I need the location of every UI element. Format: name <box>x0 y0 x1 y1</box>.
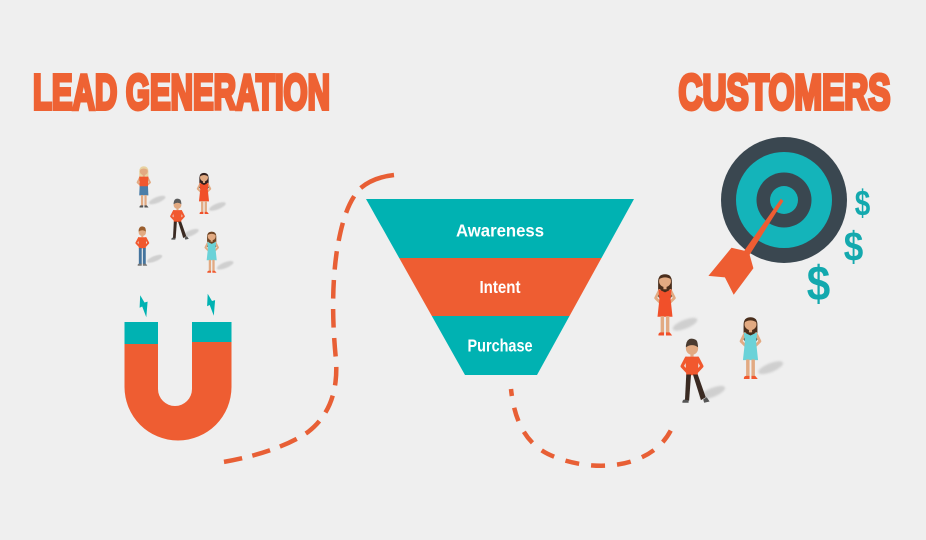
svg-text:$: $ <box>844 223 864 270</box>
svg-text:CUSTOMERS: CUSTOMERS <box>679 65 891 120</box>
svg-text:Intent: Intent <box>480 277 521 297</box>
svg-text:$: $ <box>855 183 871 224</box>
svg-text:Awareness: Awareness <box>456 221 544 241</box>
svg-text:Purchase: Purchase <box>468 336 533 356</box>
svg-text:$: $ <box>807 258 831 312</box>
svg-text:LEAD GENERATION: LEAD GENERATION <box>33 65 330 120</box>
